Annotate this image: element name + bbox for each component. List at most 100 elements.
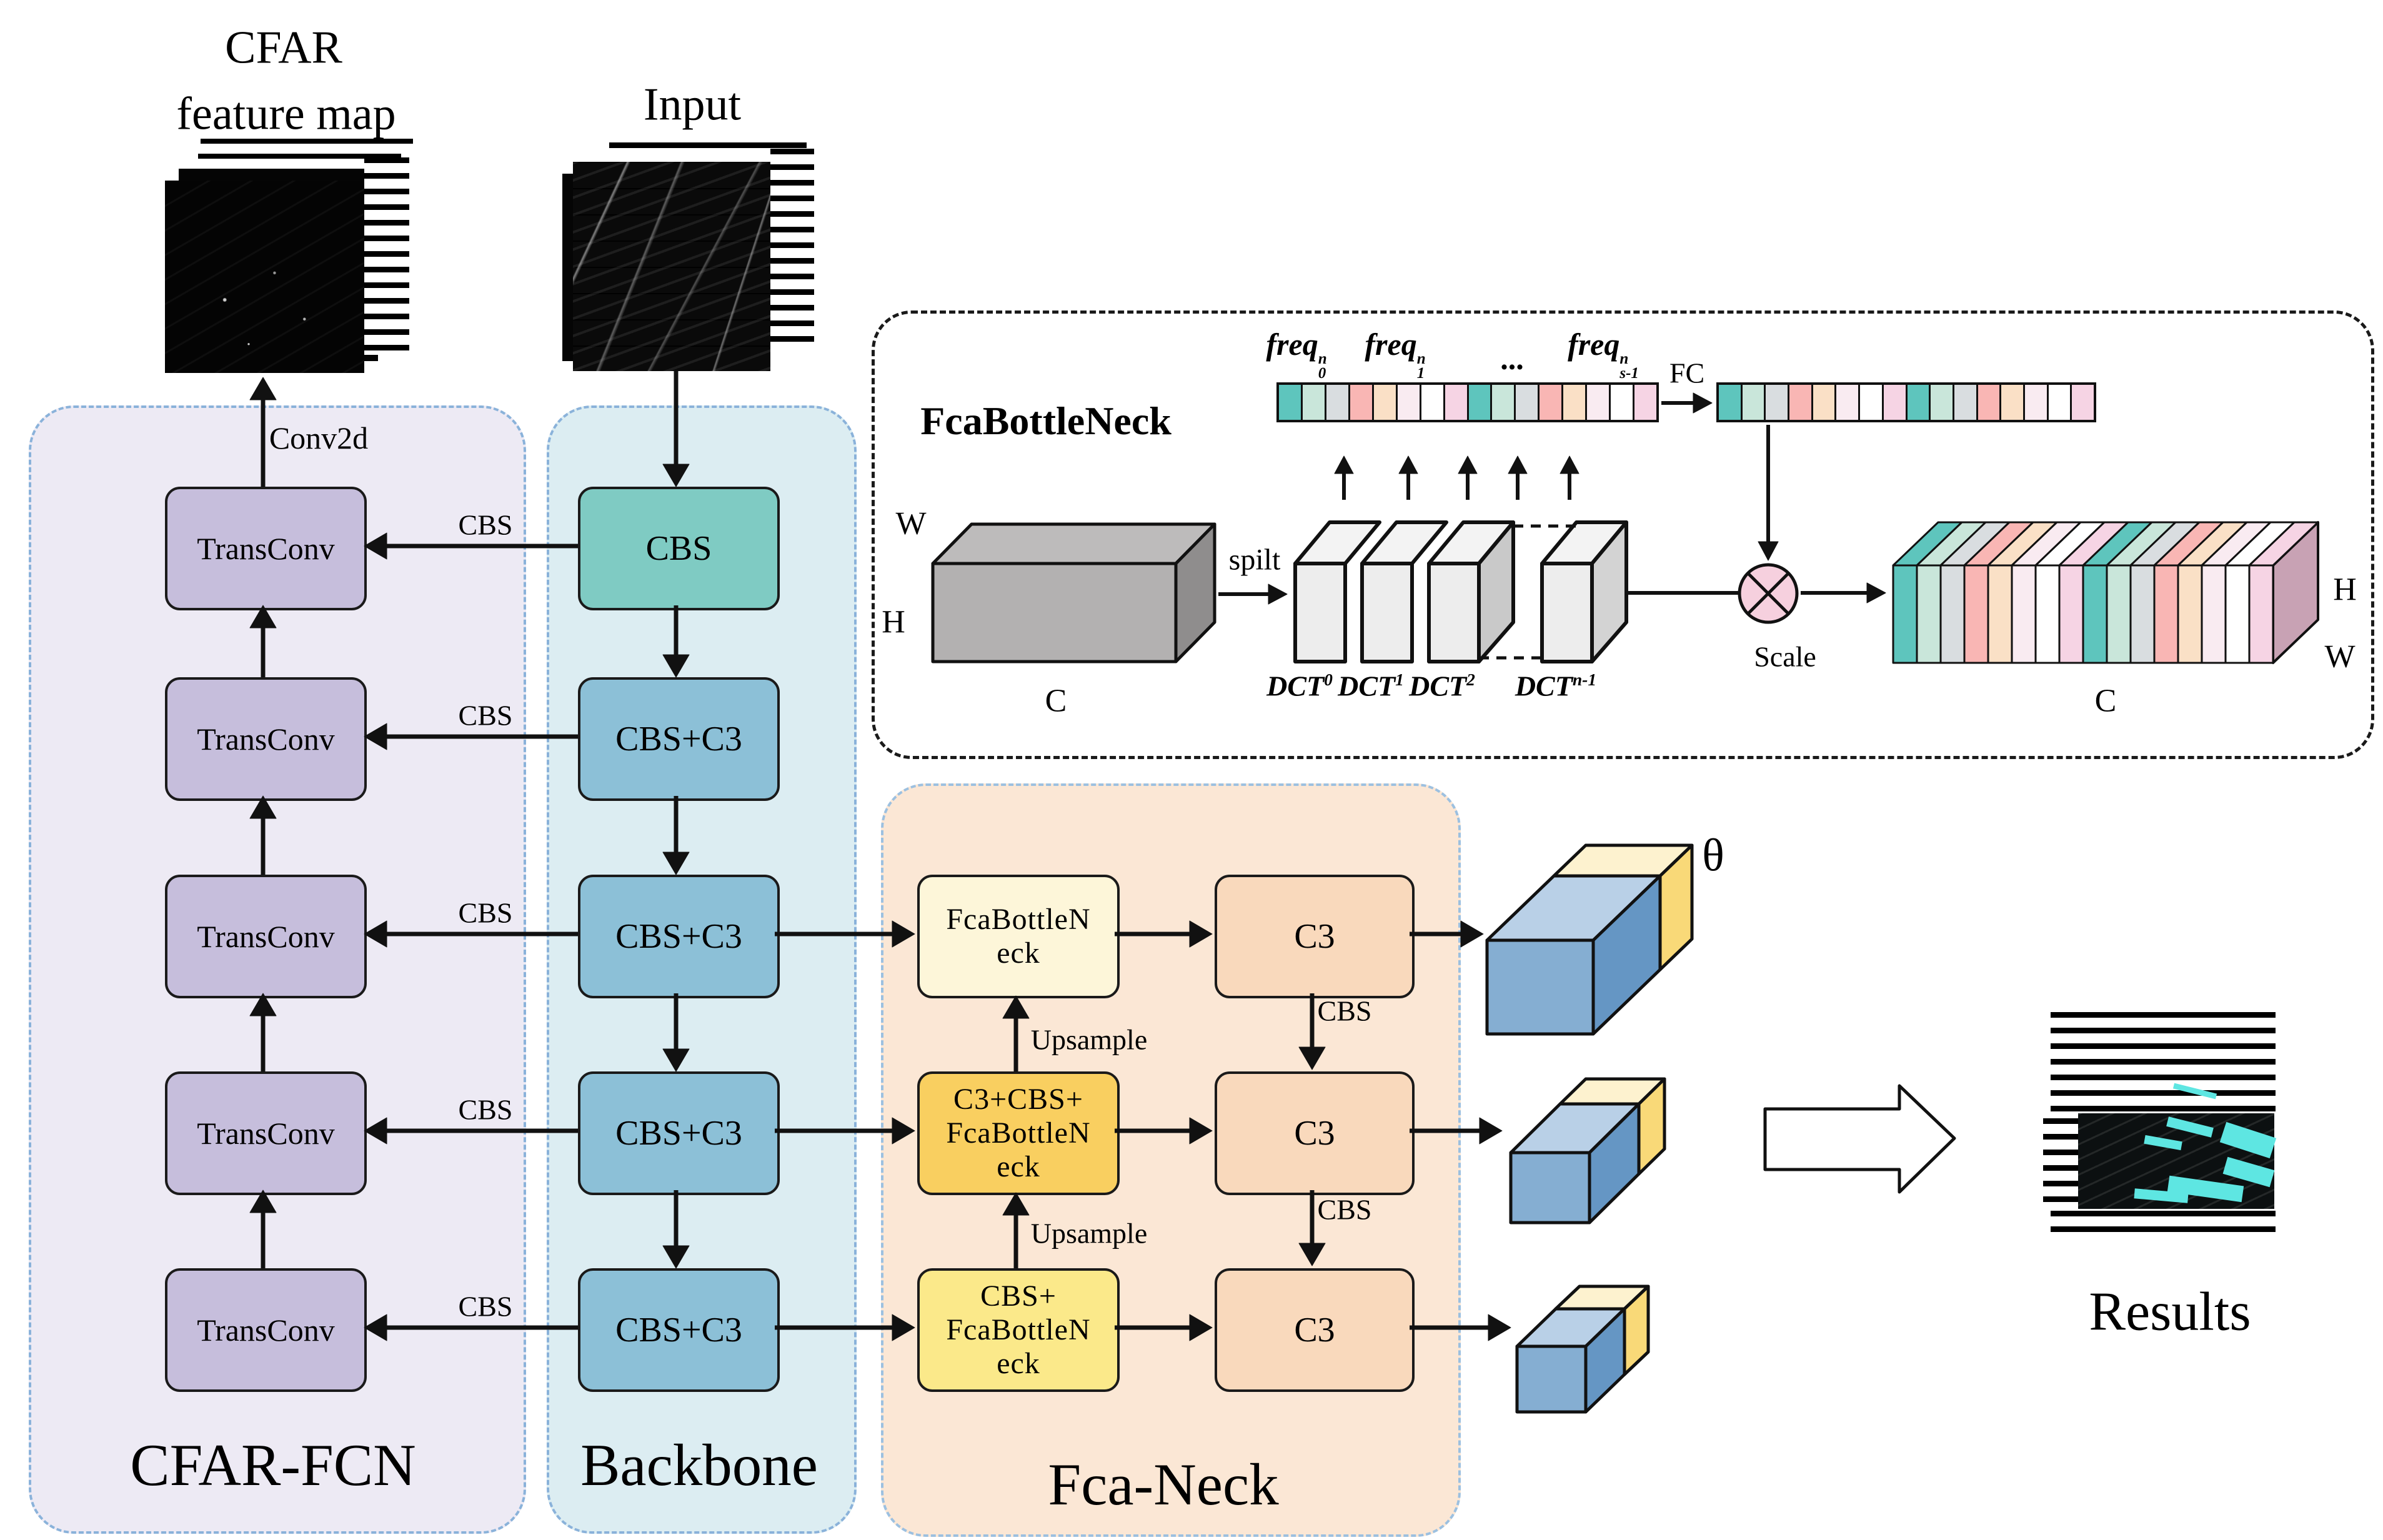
transconv-label: TransConv <box>197 1313 335 1348</box>
freq-cell <box>1466 385 1491 420</box>
freq-cell <box>1419 385 1443 420</box>
cfar-feature-map-title: feature map <box>176 88 396 140</box>
input-sar-image <box>573 162 770 371</box>
scale-label: Scale <box>1754 640 1816 673</box>
input-title: Input <box>643 79 742 131</box>
freq-cell <box>1811 385 1835 420</box>
freq-cell <box>1834 385 1859 420</box>
fc-output-bar <box>1716 382 2096 422</box>
c3-label: C3 <box>1294 1113 1335 1153</box>
c3-block-2: C3 <box>1215 1071 1415 1195</box>
freq-cell <box>1585 385 1609 420</box>
dct-sup: 2 <box>1466 670 1475 690</box>
freq-cell <box>1929 385 1953 420</box>
block-label-line: FcaBottleN <box>946 1116 1091 1150</box>
ellipsis-label: ... <box>1500 341 1524 376</box>
dct-sup: 1 <box>1395 670 1404 690</box>
skip-cbs-label: CBS <box>458 699 513 732</box>
cbsc3-label: CBS+C3 <box>615 1310 742 1349</box>
arrow-head <box>249 377 277 400</box>
upsample-label: Upsample <box>1030 1217 1148 1249</box>
backbone-cbs-block: CBS <box>578 487 780 610</box>
dim-h-label: H <box>2333 572 2357 608</box>
dim-w-label: W <box>895 505 927 542</box>
dct-sup: 0 <box>1324 670 1333 690</box>
results-stack-stripes <box>2043 1118 2078 1207</box>
skip-cbs-label: CBS <box>458 1290 513 1323</box>
block-label-line: C3+CBS+ <box>953 1083 1083 1116</box>
freq-cell <box>2022 385 2047 420</box>
block-label-line: FcaBottleN <box>946 903 1091 936</box>
backbone-caption: Backbone <box>580 1432 818 1498</box>
freq-cell <box>1719 385 1741 420</box>
cbs-label: CBS <box>645 529 712 568</box>
freq-cell <box>1881 385 1906 420</box>
fcabottleneck-block: FcaBottleN eck <box>917 875 1120 998</box>
conv2d-label: Conv2d <box>269 420 369 455</box>
freq-cell <box>1976 385 2000 420</box>
transconv-label: TransConv <box>197 919 335 954</box>
dct-sup: n-1 <box>1572 670 1597 690</box>
cfar-feature-map-title: CFAR <box>225 22 342 74</box>
transconv-label: TransConv <box>197 1116 335 1151</box>
fca-neck-caption: Fca-Neck <box>1048 1451 1279 1518</box>
freq-cell <box>1443 385 1467 420</box>
freq-weight-bar <box>1276 382 1659 422</box>
cfar-fcn-caption: CFAR-FCN <box>130 1432 416 1498</box>
cfar-stack-edge-line <box>201 139 413 144</box>
cfar-stack-edge-line <box>198 154 401 159</box>
freq-cell <box>1609 385 1633 420</box>
dct2-label: DCT2 <box>1409 670 1475 703</box>
cbs-fcabottleneck-block: CBS+ FcaBottleN eck <box>917 1268 1120 1392</box>
freq-cell <box>1371 385 1396 420</box>
cfar-stack-stripes <box>364 157 409 355</box>
output-feature-box-small <box>1515 1284 1650 1414</box>
results-label: Results <box>2089 1281 2251 1343</box>
freq-cell <box>1395 385 1420 420</box>
freq-sub: 0 <box>1318 365 1326 382</box>
dim-c-label: C <box>2094 683 2117 719</box>
freq-cell <box>1538 385 1562 420</box>
output-feature-box-medium <box>1509 1077 1666 1225</box>
freq-sub: s-1 <box>1619 365 1639 382</box>
freq-cell <box>1324 385 1348 420</box>
cfar-feature-map-image <box>165 181 364 373</box>
freq-cell <box>1905 385 1929 420</box>
freq-cell <box>1633 385 1656 420</box>
input-stack-edge-line <box>609 142 807 148</box>
freq-sup: n <box>1619 350 1629 367</box>
skip-cbs-label: CBS <box>458 1093 513 1126</box>
freq-cell <box>1952 385 1976 420</box>
output-feature-box-large <box>1485 843 1694 1036</box>
c3-block-3: C3 <box>1215 1268 1415 1392</box>
backbone-cbsc3-block-4: CBS+C3 <box>578 1268 780 1392</box>
results-stack-stripes <box>2051 1211 2276 1237</box>
cbsc3-label: CBS+C3 <box>615 917 742 956</box>
freq-base: freq <box>1568 327 1620 362</box>
dct-base: DCT <box>1409 670 1467 702</box>
cbsc3-label: CBS+C3 <box>615 1113 742 1153</box>
block-label-line: eck <box>997 1150 1040 1183</box>
dct1-label: DCT1 <box>1338 670 1404 703</box>
c3-label: C3 <box>1294 1310 1335 1349</box>
transconv-block-2: TransConv <box>165 677 367 801</box>
backbone-cbsc3-block-2: CBS+C3 <box>578 875 780 998</box>
results-big-arrow <box>1763 1084 1956 1194</box>
freq-cell <box>1999 385 2023 420</box>
arrow-head <box>1460 920 1484 948</box>
block-label-line: FcaBottleN <box>946 1313 1091 1347</box>
results-stack-stripes <box>2051 1012 2276 1112</box>
c3-cbs-fcabottleneck-block: C3+CBS+ FcaBottleN eck <box>917 1071 1120 1195</box>
freq-cell <box>1490 385 1515 420</box>
transconv-block-5: TransConv <box>165 1268 367 1392</box>
neck-cbs-label: CBS <box>1317 1193 1372 1226</box>
theta-label: θ <box>1702 830 1724 882</box>
transconv-label: TransConv <box>197 531 335 566</box>
upsample-label: Upsample <box>1030 1023 1148 1056</box>
dct-base: DCT <box>1338 670 1396 702</box>
cbsc3-label: CBS+C3 <box>615 719 742 758</box>
skip-cbs-label: CBS <box>458 509 513 541</box>
c3-label: C3 <box>1294 917 1335 956</box>
